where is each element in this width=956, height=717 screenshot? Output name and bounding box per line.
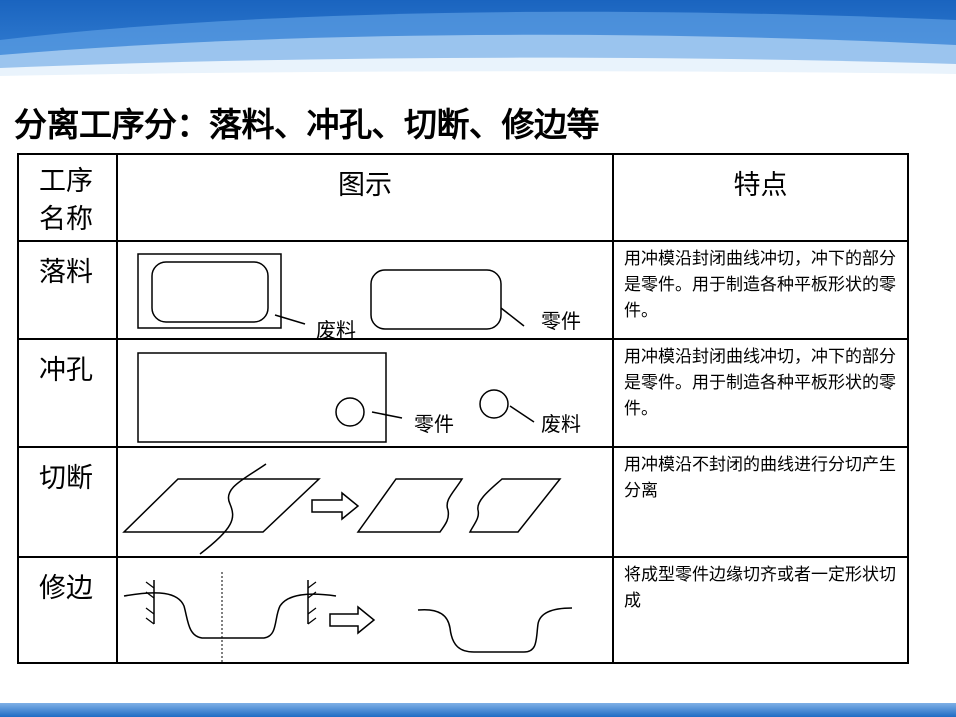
figure-blanking: 废料 零件 xyxy=(116,240,614,342)
cutting-diagram xyxy=(122,463,562,555)
header-banner xyxy=(0,0,956,80)
footer-bar xyxy=(0,703,956,717)
label-part: 零件 xyxy=(414,412,454,436)
table-header-row: 工序 名称 图示 特点 xyxy=(17,153,909,242)
blanking-diagram xyxy=(137,253,525,330)
feature-trimming: 将成型零件边缘切齐或者一定形状切成 xyxy=(612,556,909,664)
table-row: 冲孔 零件 废料 用冲模沿封闭曲线冲切，冲下的部分是零件。用于制造各种平板形状的… xyxy=(17,338,909,448)
row-name-cutting: 切断 xyxy=(17,446,118,558)
feature-punching: 用冲模沿封闭曲线冲切，冲下的部分是零件。用于制造各种平板形状的零件。 xyxy=(612,338,909,448)
process-table: 工序 名称 图示 特点 落料 废料 零件 用冲模沿封闭曲线冲切，冲下的部分是零件… xyxy=(17,153,909,664)
label-part: 零件 xyxy=(541,309,581,333)
figure-punching: 零件 废料 xyxy=(116,338,614,448)
feature-cutting: 用冲模沿不封闭的曲线进行分切产生分离 xyxy=(612,446,909,558)
row-name-punching: 冲孔 xyxy=(17,338,118,448)
figure-trimming xyxy=(116,556,614,664)
table-row: 修边 将成型零件边缘切齐或者一定形状切成 xyxy=(17,556,909,664)
trimming-diagram xyxy=(123,572,573,662)
figure-cutting xyxy=(116,446,614,558)
header-feature: 特点 xyxy=(612,153,909,242)
header-name-line2: 名称 xyxy=(39,204,93,235)
row-name-blanking: 落料 xyxy=(17,240,118,340)
table-row: 落料 废料 零件 用冲模沿封闭曲线冲切，冲下的部分是零件。用于制造各种平板形状的… xyxy=(17,240,909,342)
label-scrap: 废料 xyxy=(316,318,356,342)
punching-diagram xyxy=(137,352,535,443)
label-scrap: 废料 xyxy=(541,412,581,436)
header-figure: 图示 xyxy=(116,153,614,242)
header-process-name: 工序 名称 xyxy=(17,153,118,242)
table-row: 切断 用冲模沿不封闭的曲线进行分切产生分离 xyxy=(17,446,909,558)
page-title: 分离工序分：落料、冲孔、切断、修边等 xyxy=(14,105,600,144)
feature-blanking: 用冲模沿封闭曲线冲切，冲下的部分是零件。用于制造各种平板形状的零件。 xyxy=(612,240,909,340)
header-name-line1: 工序 xyxy=(39,166,93,197)
row-name-trimming: 修边 xyxy=(17,556,118,664)
